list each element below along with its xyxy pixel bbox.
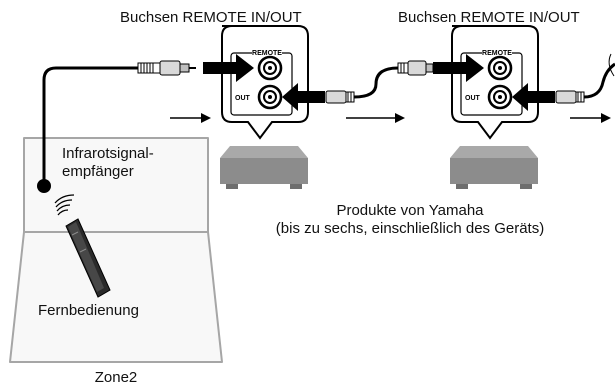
jack-panel-2 [451, 25, 539, 140]
ir-receiver-label-line1: Infrarotsignal- [62, 145, 154, 162]
in-arrow-1-icon [203, 54, 254, 82]
link-cable-1 [325, 60, 434, 104]
zone2-room [9, 137, 223, 363]
out-arrow-2-icon [512, 83, 555, 111]
panel-2-title: REMOTE [482, 50, 512, 57]
jack-panel-1 [221, 25, 309, 140]
in-arrow-2-icon [433, 54, 484, 82]
products-label-line1: Produkte von Yamaha [336, 202, 484, 219]
products-label-line2: (bis zu sechs, einschließlich des Geräts… [275, 220, 545, 237]
yamaha-product-2 [450, 146, 538, 189]
jacks-label-right: Buchsen REMOTE IN/OUT [398, 9, 580, 26]
signal-flow-arrows [170, 113, 611, 123]
panel-1-title: REMOTE [252, 50, 282, 57]
jacks-label-left: Buchsen REMOTE IN/OUT [120, 9, 302, 26]
zone2-label: Zone2 [94, 369, 138, 386]
panel-1-out-label: OUT [235, 95, 251, 102]
ir-signal-waves-icon [54, 194, 75, 216]
ir-receiver-label-line2: empfänger [62, 163, 134, 180]
remote-control-icon [65, 218, 111, 298]
out-arrow-1-icon [282, 83, 325, 111]
link-cable-2 [555, 53, 615, 104]
remote-control-label: Fernbedienung [38, 302, 139, 319]
panel-2-out-label: OUT [465, 95, 481, 102]
ir-receiver-cable [42, 60, 196, 186]
yamaha-product-1 [220, 146, 308, 189]
ir-receiver-dot [37, 179, 51, 193]
